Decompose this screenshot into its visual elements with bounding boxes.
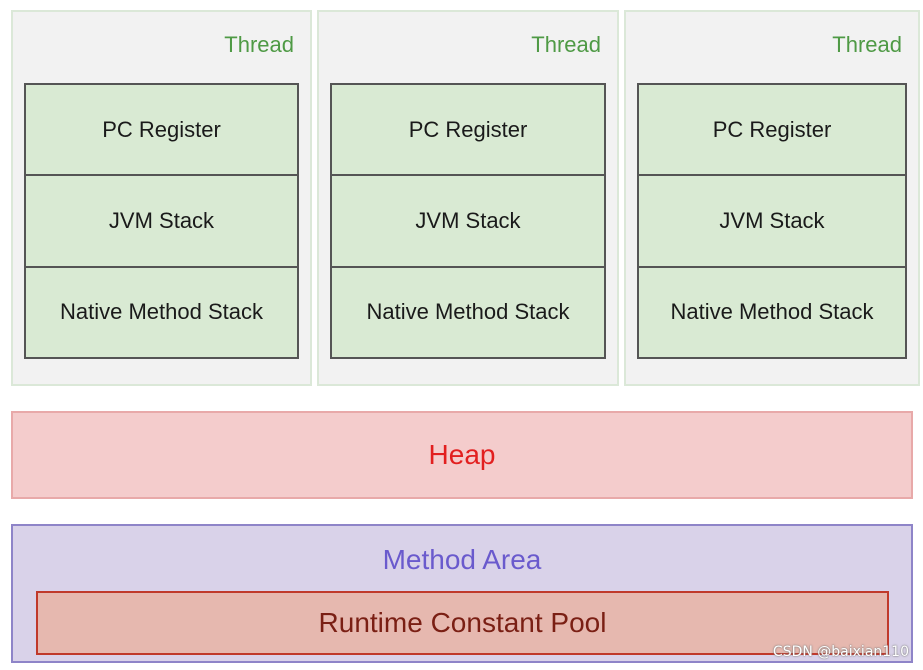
native-method-stack-cell: Native Method Stack (332, 265, 604, 357)
thread-memory-stack: PC Register JVM Stack Native Method Stac… (24, 83, 299, 359)
watermark: CSDN @baixian110 (772, 644, 909, 660)
thread-memory-stack: PC Register JVM Stack Native Method Stac… (330, 83, 606, 359)
jvm-stack-cell: JVM Stack (639, 174, 905, 266)
jvm-stack-cell: JVM Stack (26, 174, 297, 266)
thread-box-2: Thread PC Register JVM Stack Native Meth… (317, 10, 619, 386)
method-area-label: Method Area (382, 544, 542, 575)
thread-box-1: Thread PC Register JVM Stack Native Meth… (11, 10, 312, 386)
native-method-stack-cell: Native Method Stack (26, 265, 297, 357)
heap-region: Heap (11, 411, 913, 499)
pc-register-cell: PC Register (639, 85, 905, 175)
native-method-stack-cell: Native Method Stack (639, 265, 905, 357)
thread-label: Thread (832, 32, 902, 57)
runtime-constant-pool: Runtime Constant Pool (36, 591, 889, 655)
pc-register-cell: PC Register (332, 85, 604, 175)
pc-register-cell: PC Register (26, 85, 297, 175)
thread-label: Thread (224, 32, 294, 57)
thread-box-3: Thread PC Register JVM Stack Native Meth… (624, 10, 920, 386)
jvm-stack-cell: JVM Stack (332, 174, 604, 266)
thread-label: Thread (531, 32, 601, 57)
method-area-region: Method Area Runtime Constant Pool (11, 524, 913, 663)
thread-memory-stack: PC Register JVM Stack Native Method Stac… (637, 83, 907, 359)
